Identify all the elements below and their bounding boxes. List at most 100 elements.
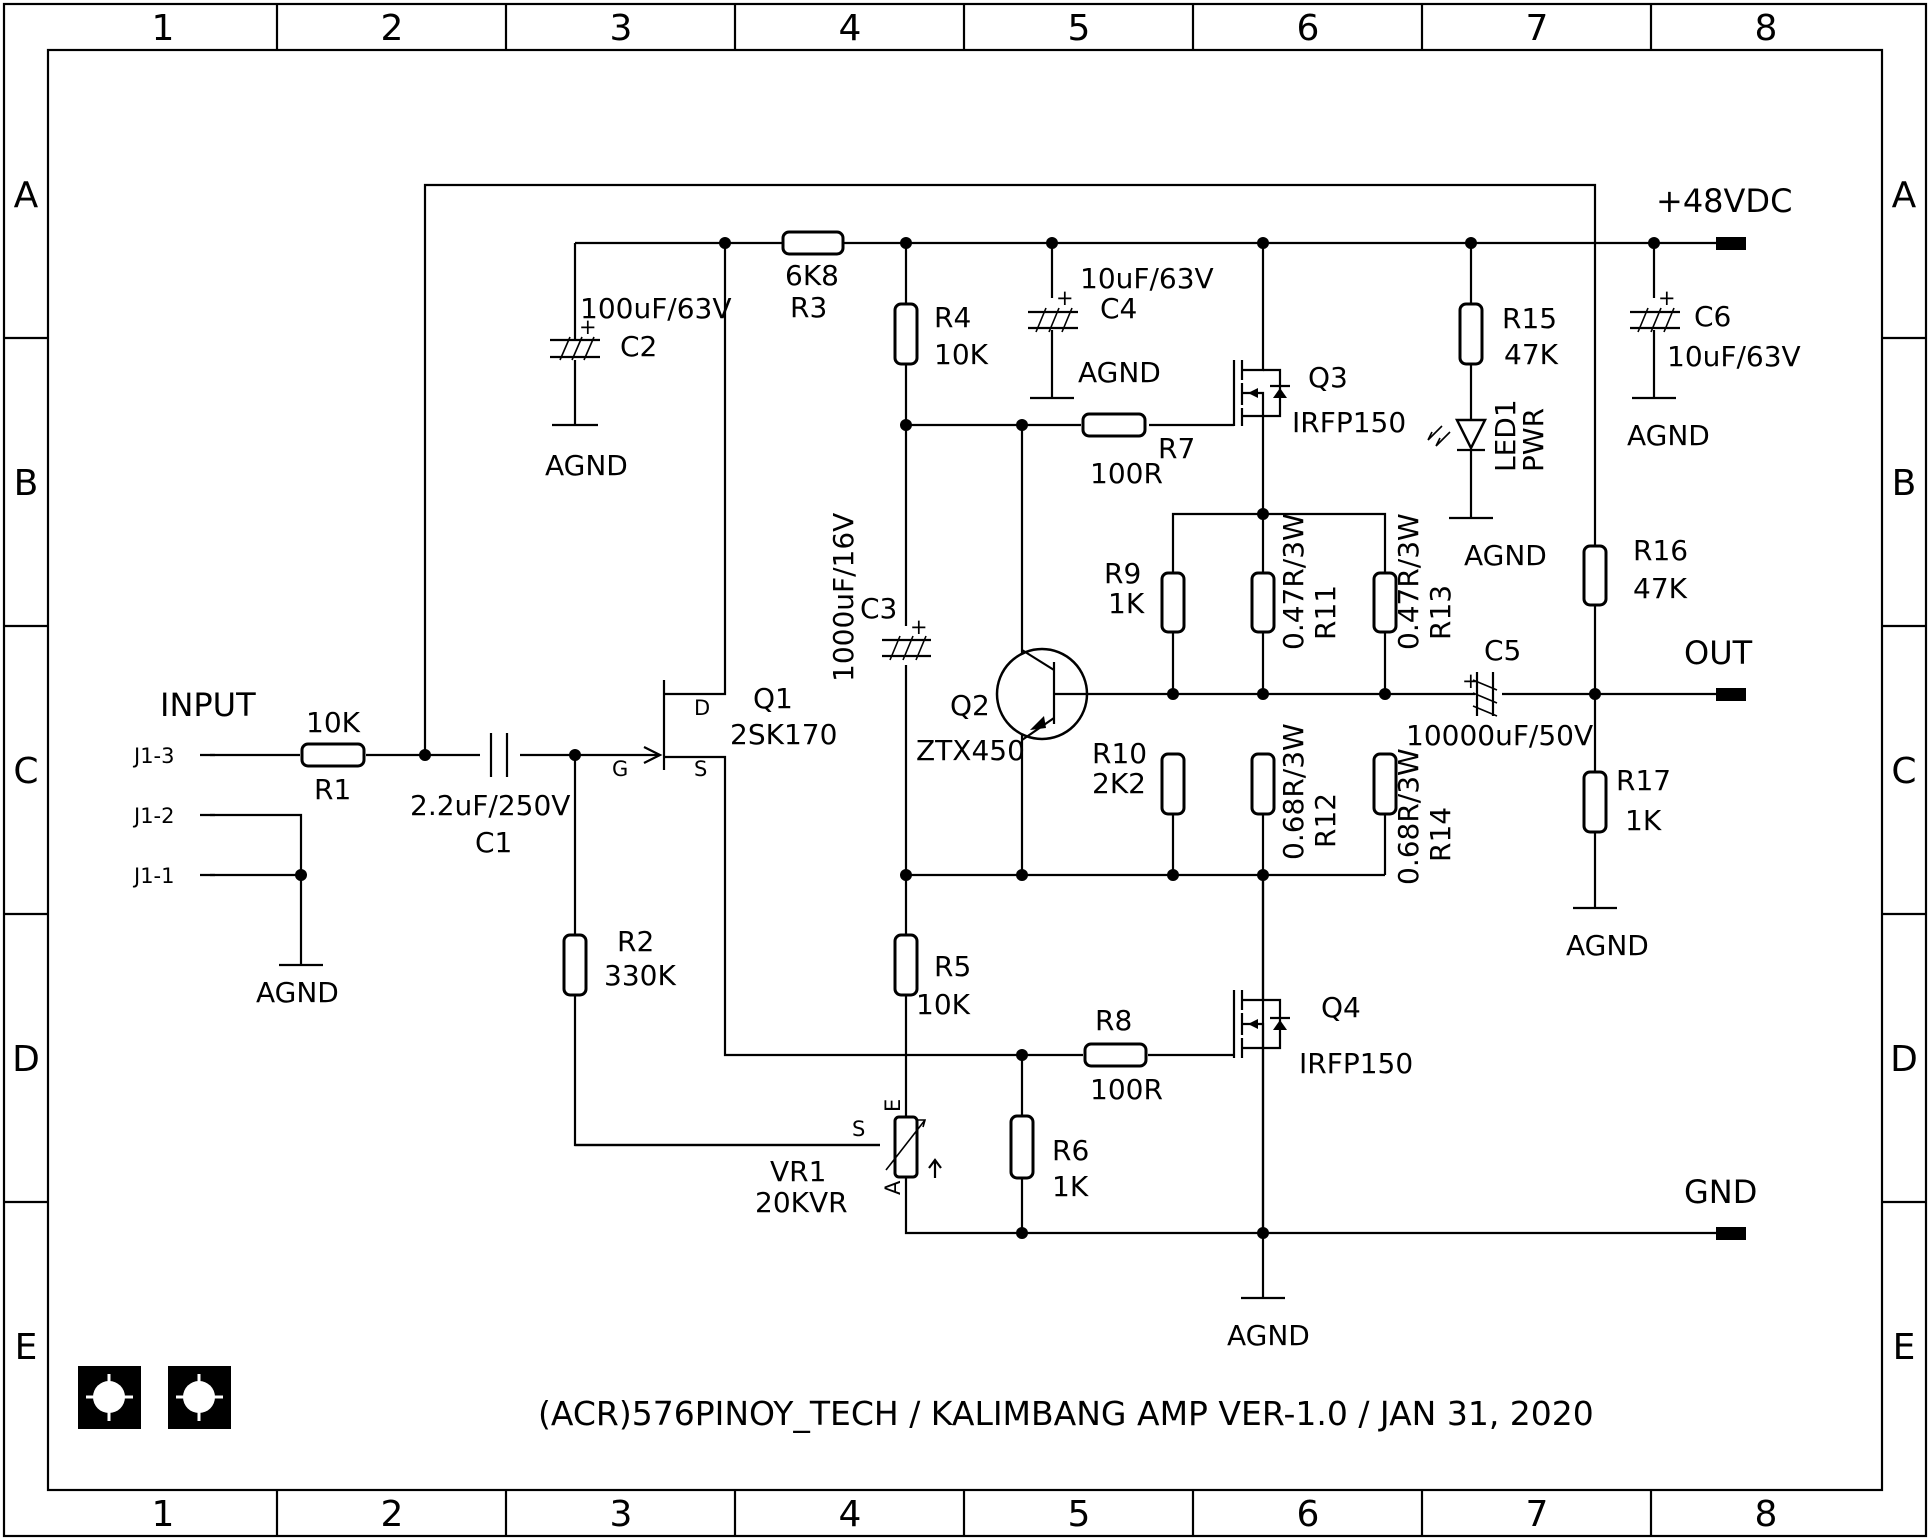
svg-text:R2: R2	[617, 925, 654, 958]
svg-text:+: +	[1462, 669, 1480, 693]
svg-text:+: +	[910, 615, 928, 639]
svg-text:2SK170: 2SK170	[730, 718, 837, 751]
mounting-hole-icon	[168, 1366, 231, 1429]
svg-text:R15: R15	[1502, 302, 1557, 335]
svg-text:47K: 47K	[1504, 338, 1559, 371]
resistor-r15: R15 47K	[1458, 302, 1559, 371]
col-label: 3	[610, 1494, 633, 1535]
svg-text:+: +	[579, 315, 597, 339]
mosfet-q4: Q4 IRFP150	[1232, 875, 1413, 1233]
svg-text:C2: C2	[620, 330, 657, 363]
svg-text:R17: R17	[1616, 764, 1671, 797]
resistor-r3: 6K8 R3	[781, 230, 845, 324]
col-label: 7	[1526, 1494, 1549, 1535]
row-label: A	[14, 175, 39, 216]
resistor-r8: R8 100R	[1083, 1004, 1163, 1106]
row-label: D	[1890, 1039, 1918, 1080]
capacitor-c1: 2.2uF/250V C1	[410, 730, 570, 859]
resistor-r5: R5 10K	[893, 933, 971, 1021]
col-label: 4	[839, 8, 862, 49]
wires	[210, 183, 1720, 1290]
svg-text:IRFP150: IRFP150	[1292, 406, 1406, 439]
svg-text:0.68R/3W: 0.68R/3W	[1392, 748, 1425, 885]
grid-labels: 1 2 3 4 5 6 7 8 1 2 3 4 5 6 7 8 A B C D …	[12, 8, 1918, 1535]
capacitor-c4: + 10uF/63V C4	[1028, 262, 1214, 333]
resistor-r13: 0.47R/3W R13	[1372, 513, 1457, 650]
svg-text:R5: R5	[934, 950, 971, 983]
svg-text:R14: R14	[1424, 807, 1457, 862]
svg-text:C3: C3	[860, 592, 897, 625]
svg-text:R7: R7	[1158, 432, 1195, 465]
supply-label: +48VDC	[1656, 182, 1792, 220]
resistor-r2: R2 330K	[562, 925, 676, 997]
svg-text:IRFP150: IRFP150	[1299, 1047, 1413, 1080]
col-label: 4	[839, 1494, 862, 1535]
col-label: 3	[610, 8, 633, 49]
capacitor-c6: + C6 10uF/63V	[1630, 286, 1801, 373]
svg-text:VR1: VR1	[770, 1155, 826, 1188]
svg-text:R11: R11	[1309, 585, 1342, 640]
svg-text:1K: 1K	[1625, 804, 1662, 837]
svg-text:2.2uF/250V: 2.2uF/250V	[410, 789, 570, 822]
svg-text:C1: C1	[475, 826, 512, 859]
led-led1: LED1 PWR	[1427, 399, 1550, 472]
svg-text:AGND: AGND	[1464, 539, 1547, 572]
resistor-r14: 0.68R/3W R14	[1372, 748, 1457, 885]
resistor-r6: R6 1K	[1009, 1114, 1089, 1203]
svg-text:20KVR: 20KVR	[755, 1186, 848, 1219]
title-block: (ACR)576PINOY_TECH / KALIMBANG AMP VER-1…	[538, 1394, 1594, 1433]
svg-text:100R: 100R	[1090, 457, 1163, 490]
svg-text:R4: R4	[934, 301, 971, 334]
svg-text:0.47R/3W: 0.47R/3W	[1392, 513, 1425, 650]
port-gnd: GND	[1684, 1173, 1757, 1240]
svg-text:ZTX450: ZTX450	[916, 734, 1025, 767]
col-label: 6	[1297, 1494, 1320, 1535]
resistor-r11: 0.47R/3W R11	[1250, 513, 1342, 650]
svg-text:AGND: AGND	[1627, 419, 1710, 452]
agnd-symbol-output: AGND	[1227, 1290, 1310, 1352]
svg-text:100R: 100R	[1090, 1073, 1163, 1106]
col-label: 8	[1755, 1494, 1778, 1535]
svg-text:AGND: AGND	[1227, 1319, 1310, 1352]
svg-text:Q4: Q4	[1321, 991, 1361, 1024]
svg-text:330K: 330K	[604, 959, 676, 992]
svg-text:LED1: LED1	[1489, 399, 1522, 472]
ground-symbols: AGND AGND AGND AGND AGND AGND AGND	[256, 356, 1710, 1352]
agnd-symbol-r17: AGND	[1566, 902, 1649, 962]
mounting-hole-icons	[78, 1366, 231, 1429]
svg-text:AGND: AGND	[1078, 356, 1161, 389]
svg-text:0.68R/3W: 0.68R/3W	[1277, 723, 1310, 860]
svg-text:10K: 10K	[916, 988, 971, 1021]
svg-text:10K: 10K	[934, 338, 989, 371]
row-label: C	[1891, 751, 1916, 792]
resistor-r7: R7 100R	[1081, 412, 1195, 490]
gnd-label: GND	[1684, 1173, 1757, 1211]
svg-text:PWR: PWR	[1517, 408, 1550, 472]
col-label: 5	[1068, 8, 1091, 49]
agnd-symbol-c4: AGND	[1030, 356, 1161, 400]
row-label: B	[14, 463, 39, 504]
agnd-symbol-input: AGND	[256, 960, 339, 1009]
svg-text:S: S	[694, 757, 707, 781]
svg-text:R12: R12	[1309, 793, 1342, 848]
svg-text:Q3: Q3	[1308, 361, 1348, 394]
port-out: OUT	[1684, 634, 1753, 701]
svg-text:+: +	[1056, 286, 1074, 310]
svg-text:10uF/63V: 10uF/63V	[1080, 262, 1214, 295]
row-label: E	[1893, 1327, 1916, 1368]
svg-text:C6: C6	[1694, 300, 1731, 333]
j1-3-label: J1-3	[132, 744, 175, 768]
j1-1-label: J1-1	[132, 864, 175, 888]
svg-text:AGND: AGND	[256, 976, 339, 1009]
svg-text:6K8: 6K8	[785, 259, 839, 292]
mosfet-q3: Q3 IRFP150	[1232, 358, 1406, 439]
svg-text:C4: C4	[1100, 292, 1137, 325]
svg-text:R1: R1	[314, 773, 351, 806]
svg-text:C5: C5	[1484, 634, 1521, 667]
col-label: 8	[1755, 8, 1778, 49]
svg-text:R6: R6	[1052, 1134, 1089, 1167]
col-label: 7	[1526, 8, 1549, 49]
col-label: 2	[381, 8, 404, 49]
svg-text:Q2: Q2	[950, 689, 990, 722]
